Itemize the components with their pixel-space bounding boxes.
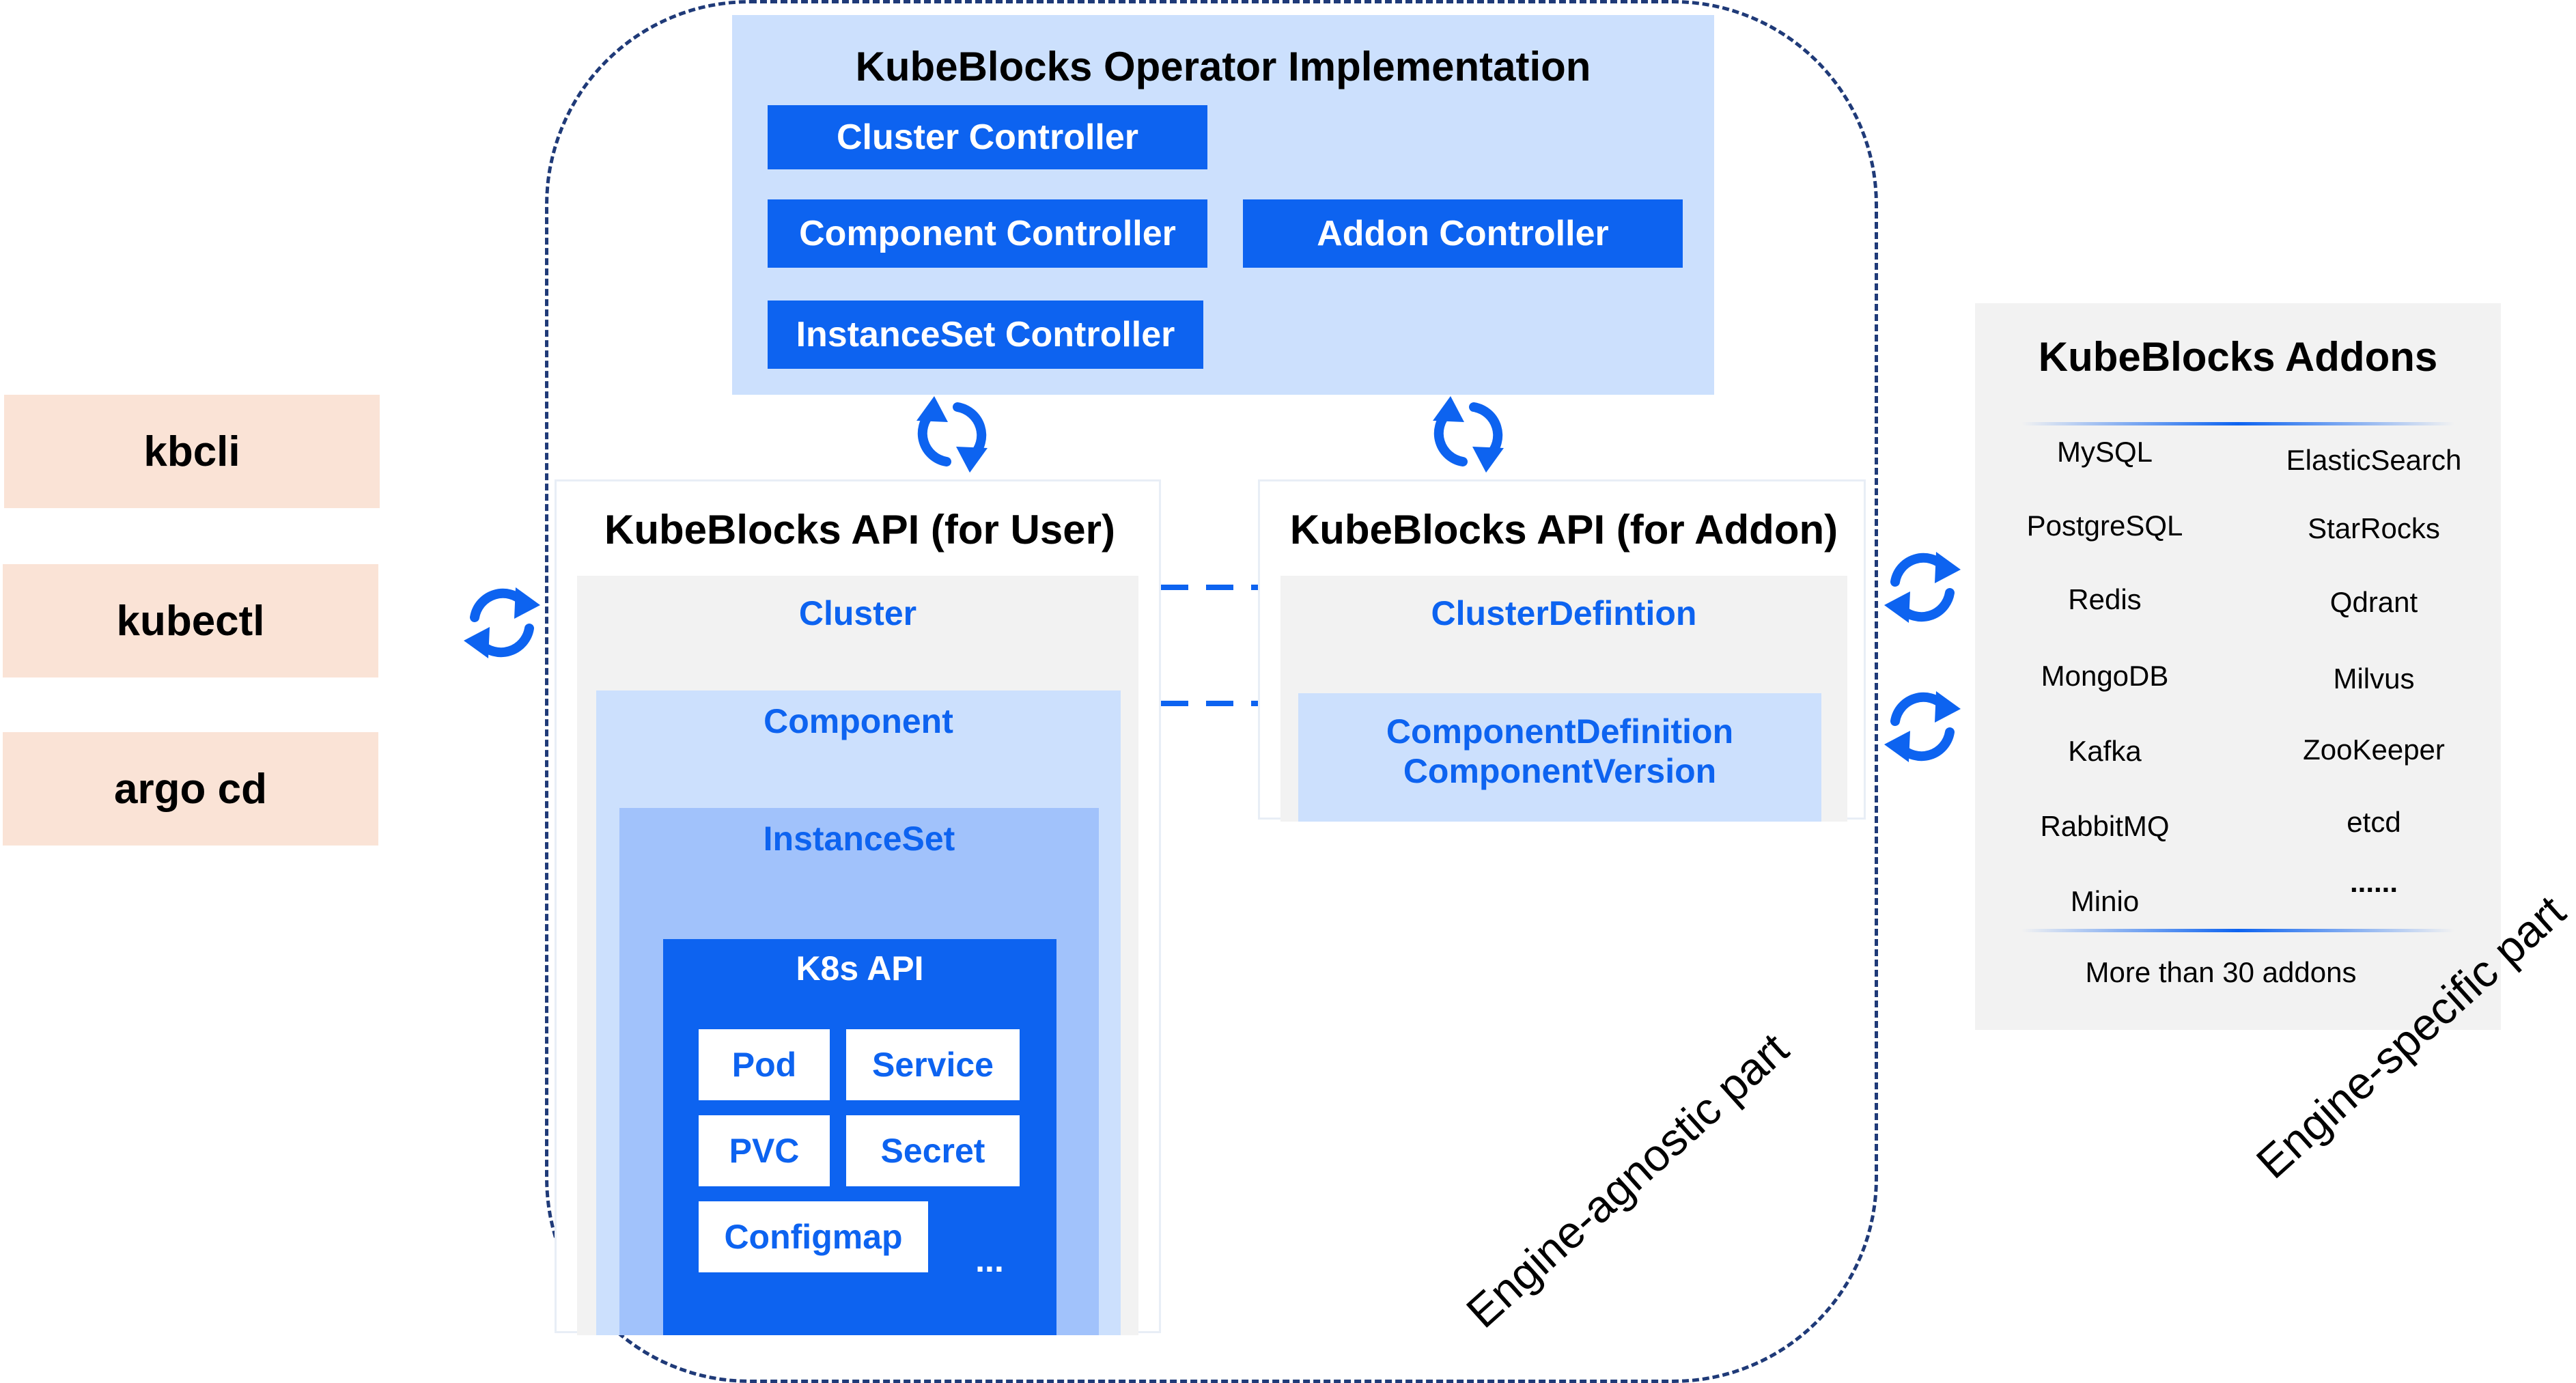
addon-minio: Minio: [2070, 885, 2140, 917]
addon-etcd: etcd: [2347, 806, 2401, 838]
user-api-panel: KubeBlocks API (for User) Cluster Compon…: [555, 479, 1161, 1335]
addon-qdrant: Qdrant: [2329, 586, 2418, 618]
addons-title: KubeBlocks Addons: [2038, 333, 2438, 380]
instanceset-box: InstanceSet K8s API Pod Service PVC Secr…: [619, 808, 1099, 1335]
cluster-controller: Cluster Controller: [768, 105, 1207, 169]
more-resources: ...: [975, 1241, 1004, 1279]
user-api-title: KubeBlocks API (for User): [604, 506, 1115, 553]
instanceset-controller: InstanceSet Controller: [768, 301, 1203, 369]
addon-api-title: KubeBlocks API (for Addon): [1289, 506, 1838, 553]
cluster-box: Cluster Component InstanceSet K8s API Po…: [577, 576, 1138, 1335]
operator-title: KubeBlocks Operator Implementation: [855, 43, 1591, 89]
addon-redis: Redis: [2068, 583, 2142, 615]
tool-kubectl: kubectl: [3, 564, 378, 677]
addon-mongodb: MongoDB: [2041, 660, 2169, 692]
sync-arrows-icon-addons-1: [1884, 552, 1961, 623]
component-box: Component InstanceSet K8s API Pod Servic…: [596, 690, 1121, 1335]
operator-panel: KubeBlocks Operator Implementation Clust…: [732, 15, 1714, 395]
addons-footer: More than 30 addons: [2085, 956, 2357, 988]
addons-divider-bottom: [2021, 929, 2454, 932]
addon-zookeeper: ZooKeeper: [2303, 734, 2445, 766]
k8s-api-label: K8s API: [796, 949, 924, 988]
component-label: Component: [764, 702, 953, 740]
addons-panel: KubeBlocks Addons MySQL PostgreSQL Redis…: [1975, 303, 2501, 1030]
component-definition-label: ComponentDefinition: [1386, 712, 1734, 751]
addon-kafka: Kafka: [2068, 735, 2142, 767]
configmap-box: Configmap: [699, 1201, 928, 1272]
component-controller: Component Controller: [768, 199, 1207, 268]
addon-starrocks: StarRocks: [2308, 512, 2440, 544]
service-box: Service: [846, 1029, 1020, 1100]
pod-box: Pod: [699, 1029, 830, 1100]
addon-mysql: MySQL: [2056, 436, 2153, 468]
addon-api-panel: KubeBlocks API (for Addon) ClusterDefint…: [1258, 479, 1866, 822]
secret-box: Secret: [846, 1115, 1020, 1186]
addon-elasticsearch: ElasticSearch: [2286, 444, 2462, 476]
pvc-box: PVC: [699, 1115, 830, 1186]
component-version-label: ComponentVersion: [1403, 752, 1717, 790]
sync-arrows-icon-tools: [464, 587, 540, 658]
addon-more: ......: [2349, 866, 2398, 898]
component-definition-box: ComponentDefinition ComponentVersion: [1298, 693, 1821, 822]
instanceset-label: InstanceSet: [763, 820, 955, 858]
addon-rabbitmq: RabbitMQ: [2040, 810, 2170, 842]
cluster-definition-box: ClusterDefintion ComponentDefinition Com…: [1280, 576, 1847, 822]
addon-postgresql: PostgreSQL: [2026, 509, 2183, 542]
cluster-label: Cluster: [798, 594, 917, 632]
tool-argo-cd: argo cd: [3, 732, 378, 846]
addon-controller: Addon Controller: [1243, 199, 1683, 268]
addon-milvus: Milvus: [2333, 662, 2415, 695]
addons-divider-top: [2021, 422, 2454, 425]
cluster-definition-label: ClusterDefintion: [1431, 594, 1697, 632]
sync-arrows-icon-addons-2: [1884, 691, 1961, 762]
tool-kbcli: kbcli: [4, 395, 380, 508]
k8s-api-box: K8s API Pod Service PVC Secret Configmap…: [663, 939, 1056, 1335]
